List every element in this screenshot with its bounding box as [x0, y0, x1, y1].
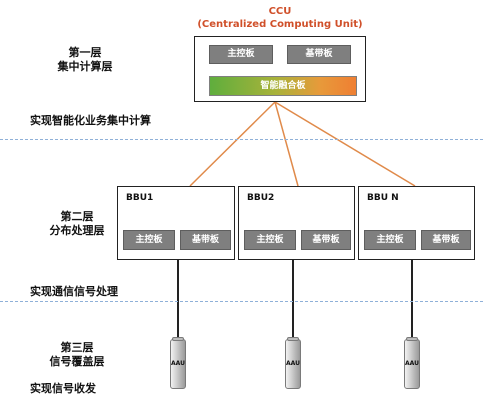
layer1-label: 第一层 集中计算层 — [57, 46, 113, 73]
bbu-baseband-board: 基带板 — [180, 230, 231, 250]
bbu-main-board: 主控板 — [364, 230, 416, 250]
bbu-box-2: BBU2 主控板 基带板 — [238, 186, 355, 260]
aau-label: AAU — [171, 360, 185, 367]
link-ccu-bbu1 — [189, 101, 276, 187]
divider-top — [0, 139, 483, 140]
link-ccu-bbu2 — [274, 101, 299, 187]
ccu-fusion-board: 智能融合板 — [209, 76, 357, 96]
caption-layer3: 实现信号收发 — [30, 382, 96, 395]
bbu-baseband-board: 基带板 — [301, 230, 351, 250]
aau-cap — [172, 337, 184, 341]
ccu-baseband-board: 基带板 — [287, 45, 351, 64]
bbu-main-board: 主控板 — [244, 230, 296, 250]
aau-device-icon: AAU — [404, 337, 420, 389]
aau-label: AAU — [405, 360, 419, 367]
divider-bottom — [0, 301, 483, 302]
aau-label: AAU — [286, 360, 300, 367]
bbu-box-1: BBU1 主控板 基带板 — [117, 186, 235, 260]
bbu-name: BBU N — [367, 193, 399, 203]
aau-cap — [287, 337, 299, 341]
layer2-label: 第二层 分布处理层 — [49, 210, 105, 237]
ccu-subtitle: (Centralized Computing Unit) — [197, 19, 363, 30]
caption-layer1: 实现智能化业务集中计算 — [30, 114, 151, 127]
bbu-main-board: 主控板 — [123, 230, 175, 250]
bbu-name: BBU2 — [247, 193, 275, 203]
ccu-main-board: 主控板 — [209, 45, 273, 64]
link-ccu-bbun — [274, 101, 416, 187]
layer3-label: 第三层 信号覆盖层 — [49, 341, 105, 368]
bbu-name: BBU1 — [126, 193, 154, 203]
ccu-box: 主控板 基带板 智能融合板 — [194, 36, 366, 102]
bbu-box-n: BBU N 主控板 基带板 — [358, 186, 475, 260]
caption-layer2: 实现通信信号处理 — [30, 285, 118, 298]
bbu-baseband-board: 基带板 — [421, 230, 471, 250]
aau-device-icon: AAU — [170, 337, 186, 389]
aau-cap — [406, 337, 418, 341]
aau-device-icon: AAU — [285, 337, 301, 389]
ccu-title: CCU — [268, 6, 292, 17]
